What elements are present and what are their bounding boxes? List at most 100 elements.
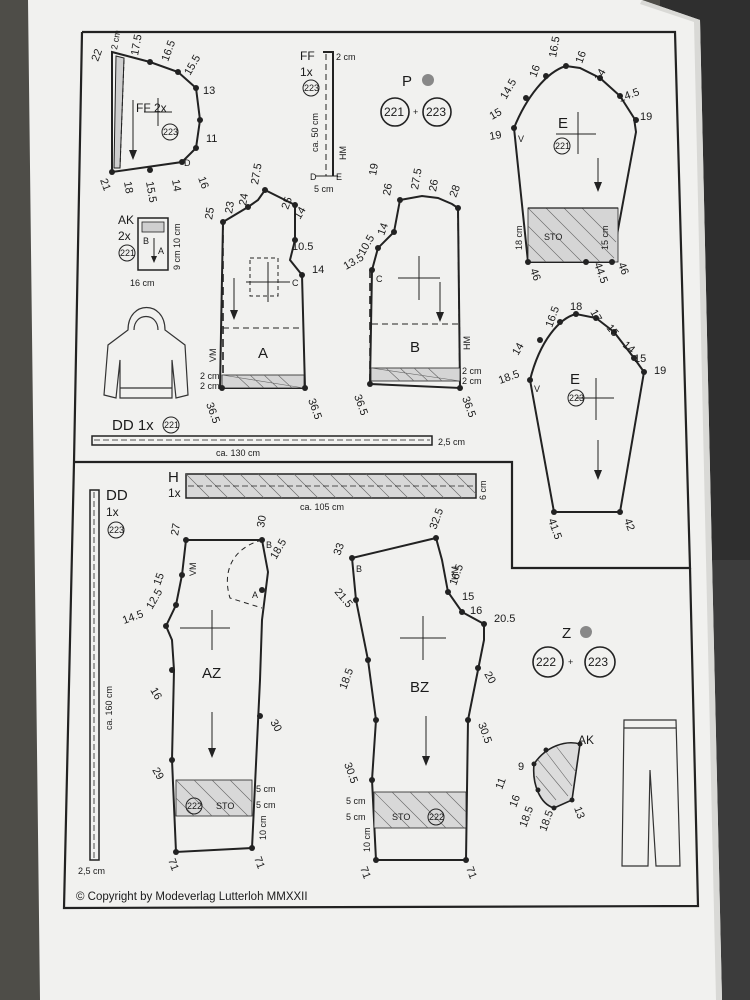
ff-strip-size: 223	[304, 83, 319, 93]
p-plus: +	[413, 107, 418, 117]
ff-pt-10: 21	[97, 177, 112, 193]
back-b-pt-3: 26	[427, 178, 441, 192]
az-pt-7: 30	[267, 718, 284, 735]
ak-label-b: B	[143, 236, 149, 246]
ak-size: 221	[120, 248, 135, 258]
sleeve-e221-pt-8: 19	[488, 129, 502, 143]
bz-pt-6: 20.5	[494, 613, 515, 625]
sleeve-e223-pt-2: 17	[587, 308, 604, 325]
back-b-band2: 2 cm	[462, 376, 482, 386]
az-pt-3: 15	[152, 571, 167, 587]
pants-front-az: AZ VM B A 222 STO 5 cm 5 cm 10 cm 27 30 …	[121, 514, 289, 872]
back-b-pt-1: 26	[381, 182, 395, 196]
bz-band2: 5 cm	[346, 812, 366, 822]
h-count: 1x	[168, 486, 181, 500]
ak-pants-pt-5: 13	[571, 805, 586, 821]
z-size-a: 222	[536, 655, 556, 669]
front-a-pt-6: 10.5	[292, 241, 313, 253]
az-label-b: B	[266, 540, 272, 550]
sleeve-e221-pt-5: 19	[640, 111, 652, 123]
h-waistband: H 1x ca. 105 cm 6 cm	[168, 469, 488, 512]
back-b-c: C	[376, 274, 383, 284]
ak-pants-title: AK	[578, 733, 594, 747]
back-b-pt-4: 28	[448, 183, 463, 199]
front-a-pt-3: 27.5	[249, 162, 265, 185]
front-a-pt-1: 23	[223, 200, 237, 214]
p-size-b: 223	[426, 105, 446, 119]
hoodie-illustration	[103, 306, 189, 399]
dd-223-strip: DD 1x 223 ca. 160 cm 2,5 cm	[78, 487, 128, 876]
z-size-b: 223	[588, 655, 608, 669]
az-pt-0: 27	[169, 522, 183, 536]
sleeve-e223-size: 223	[569, 393, 584, 403]
back-b-pt-2: 27.5	[409, 167, 425, 190]
ff-pt-0: 22	[90, 47, 105, 63]
az-pt-8: 29	[149, 766, 166, 783]
dd223-count: 1x	[106, 505, 119, 519]
ak-pants-pt-2: 16	[508, 793, 523, 809]
dd223-length: ca. 160 cm	[104, 686, 114, 730]
sleeve-e221-pt-9: 46	[527, 267, 542, 283]
dd-221-strip: DD 1x 221 ca. 130 cm 2,5 cm	[91, 416, 465, 458]
ff-strip-piece: FF 1x 223 2 cm ca. 50 cm HM D E 5 cm	[300, 49, 356, 194]
ff-strip-e: E	[336, 172, 342, 182]
ff-pt-1: 17.5	[129, 33, 145, 56]
bz-band1: 5 cm	[346, 796, 366, 806]
back-b-label: B	[410, 339, 420, 356]
z-size-group: Z 222 + 223	[532, 625, 616, 678]
ff-strip-hm: HM	[338, 146, 348, 160]
az-label: AZ	[202, 665, 221, 682]
az-pt-9: 71	[165, 857, 180, 873]
p-letter: P	[402, 73, 412, 90]
dd221-title: DD 1x	[112, 417, 154, 434]
ak-dim-h: 9 cm 10 cm	[172, 223, 182, 270]
sheet-frame	[62, 30, 700, 910]
ak-title: AK	[118, 213, 134, 227]
ff-2x-piece: FF 2x 223 2 cm 22 17.5 16.5 15.5 13 11 1…	[90, 29, 218, 203]
ak-pocket-piece: AK 2x 221 B A 16 cm 9 cm 10 cm	[118, 213, 182, 288]
ak-pants-pt-0: 9	[518, 761, 524, 773]
ff-pt-8: 15.5	[143, 180, 159, 203]
sleeve-e221-cuff: STO	[544, 232, 562, 242]
az-vm: VM	[188, 563, 198, 577]
paper-edge-shadow	[640, 0, 722, 1000]
front-a-band1: 2 cm	[200, 371, 220, 381]
az-band3: 10 cm	[258, 815, 268, 840]
az-pt-1: 30	[255, 514, 269, 528]
dd221-size: 221	[164, 420, 179, 430]
az-cuff: STO	[216, 801, 234, 811]
sleeve-e221-pt-1: 16	[528, 63, 543, 79]
ff-pt-6: 16	[195, 175, 210, 191]
dd223-width: 2,5 cm	[78, 866, 105, 876]
sleeve-e223-pt-5: 15	[634, 353, 646, 365]
front-a-pt-5: 14	[292, 205, 309, 222]
front-a-c: C	[292, 278, 299, 288]
front-a-pt-0: 25	[203, 206, 217, 220]
sleeve-e221-size: 221	[555, 141, 570, 151]
back-b-pt-0: 19	[367, 162, 381, 176]
sleeve-e221-dim-right: 15 cm	[600, 225, 610, 250]
az-band1: 5 cm	[256, 784, 276, 794]
bz-pt-0: 33	[332, 541, 347, 557]
sleeve-e223-pt-10: 42	[621, 517, 636, 533]
sleeve-e221-pt-7: 15	[488, 106, 505, 123]
az-pt-6: 16	[147, 686, 164, 703]
ff-strip-top-dim: 2 cm	[336, 52, 356, 62]
az-label-a: A	[252, 590, 258, 600]
bz-pt-5: 16	[470, 605, 482, 617]
ff-strip-width: 5 cm	[314, 184, 334, 194]
p-size-a: 221	[384, 105, 404, 119]
z-plus: +	[568, 657, 573, 667]
sewing-machine-icon	[422, 74, 434, 86]
ff-strip-title: FF	[300, 49, 315, 63]
bz-label-b: B	[356, 564, 362, 574]
ff-label-d: D	[184, 158, 191, 168]
az-size: 222	[187, 801, 202, 811]
bz-pt-12: 71	[463, 865, 478, 881]
bz-pt-11: 71	[357, 865, 372, 881]
ak-pants-pt-1: 11	[494, 776, 509, 791]
sleeve-e223-pt-6: 19	[654, 365, 666, 377]
ff-2x-size: 223	[163, 127, 178, 137]
bz-band3: 10 cm	[362, 827, 372, 852]
sleeve-e223-pt-1: 18	[570, 301, 582, 313]
